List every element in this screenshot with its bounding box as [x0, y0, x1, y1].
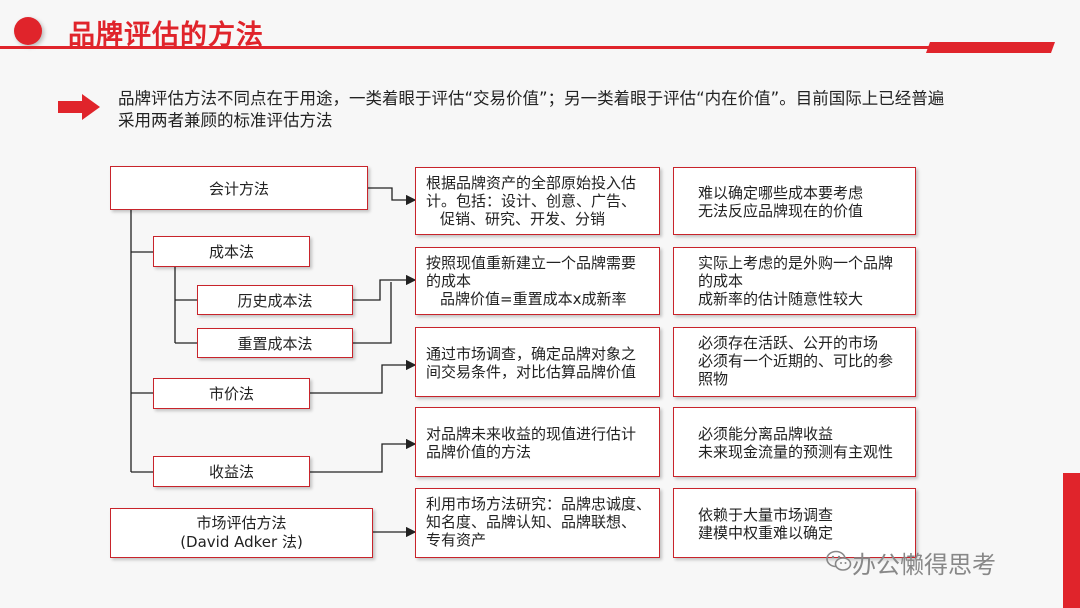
description-line: 品牌价值=重置成本x成新率 — [440, 290, 627, 308]
description-line: 利用市场方法研究：品牌忠诚度、 — [426, 495, 652, 513]
description-line: 间交易条件，对比估算品牌价值 — [426, 363, 637, 381]
description-line: 对品牌未来收益的现值进行估计 — [426, 425, 637, 443]
limitation-line: 未来现金流量的预测有主观性 — [698, 443, 894, 461]
method-market-eval-sublabel: (David Adker 法) — [180, 533, 303, 551]
limitation-box: 依赖于大量市场调查 建模中权重难以确定 — [673, 488, 916, 558]
method-historical-cost-box: 历史成本法 — [197, 285, 353, 315]
method-market-eval-label: 市场评估方法 — [196, 514, 287, 532]
limitation-line: 必须有一个近期的、可比的参 — [698, 352, 894, 370]
description-box: 对品牌未来收益的现值进行估计 品牌价值的方法 — [415, 407, 660, 477]
description-line: 知名度、品牌认知、品牌联想、 — [426, 513, 637, 531]
description-box: 根据品牌资产的全部原始投入估 计。包括：设计、创意、广告、 促销、研究、开发、分… — [415, 167, 660, 235]
limitation-line: 必须存在活跃、公开的市场 — [698, 334, 879, 352]
limitation-line: 实际上考虑的是外购一个品牌 — [698, 254, 894, 272]
method-market-price-label: 市价法 — [208, 385, 254, 403]
method-income-box: 收益法 — [153, 456, 310, 487]
watermark-text: 办公懒得思考 — [852, 551, 996, 579]
description-line: 的成本 — [426, 272, 472, 290]
limitation-line: 无法反应品牌现在的价值 — [698, 202, 864, 220]
description-box: 按照现值重新建立一个品牌需要 的成本 品牌价值=重置成本x成新率 — [415, 247, 660, 315]
description-line: 专有资产 — [426, 531, 487, 549]
title-bullet-dot — [14, 17, 42, 45]
limitation-box: 难以确定哪些成本要考虑 无法反应品牌现在的价值 — [673, 167, 916, 235]
limitation-line: 必须能分离品牌收益 — [698, 425, 834, 443]
page-title: 品牌评估的方法 — [68, 20, 264, 51]
method-income-label: 收益法 — [208, 463, 254, 481]
limitation-box: 必须存在活跃、公开的市场 必须有一个近期的、可比的参 照物 — [673, 327, 916, 397]
limitation-line: 难以确定哪些成本要考虑 — [698, 184, 864, 202]
method-replacement-cost-label: 重置成本法 — [237, 334, 313, 353]
method-historical-cost-label: 历史成本法 — [237, 291, 313, 310]
description-box: 通过市场调查，确定品牌对象之 间交易条件，对比估算品牌价值 — [415, 327, 660, 397]
description-line: 促销、研究、开发、分销 — [440, 210, 606, 228]
method-accounting-label: 会计方法 — [208, 179, 269, 198]
intro-text: 品牌评估方法不同点在于用途，一类着眼于评估“交易价值”；另一类着眼于评估“内在价… — [118, 89, 945, 130]
wechat-icon — [826, 550, 852, 576]
method-replacement-cost-box: 重置成本法 — [197, 328, 353, 358]
limitation-box: 必须能分离品牌收益 未来现金流量的预测有主观性 — [673, 407, 916, 477]
method-cost-label: 成本法 — [208, 243, 254, 261]
description-line: 通过市场调查，确定品牌对象之 — [426, 345, 637, 363]
description-box: 利用市场方法研究：品牌忠诚度、 知名度、品牌认知、品牌联想、 专有资产 — [415, 488, 660, 558]
method-accounting-box: 会计方法 — [110, 166, 368, 210]
limitation-line: 的成本 — [698, 272, 744, 290]
method-market-eval-box: 市场评估方法 (David Adker 法) — [110, 508, 373, 558]
limitation-line: 建模中权重难以确定 — [698, 524, 834, 542]
right-arrow-icon — [58, 94, 100, 124]
limitation-line: 成新率的估计随意性较大 — [698, 290, 864, 308]
method-market-price-box: 市价法 — [153, 378, 310, 409]
description-line: 计。包括：设计、创意、广告、 — [426, 192, 637, 210]
description-line: 品牌价值的方法 — [426, 443, 532, 461]
limitation-line: 照物 — [698, 370, 729, 388]
description-line: 按照现值重新建立一个品牌需要 — [426, 254, 637, 272]
limitation-box: 实际上考虑的是外购一个品牌 的成本 成新率的估计随意性较大 — [673, 247, 916, 315]
description-line: 根据品牌资产的全部原始投入估 — [426, 174, 637, 192]
limitation-line: 依赖于大量市场调查 — [698, 506, 834, 524]
right-accent-bar — [1063, 473, 1080, 608]
title-underline — [0, 46, 1040, 49]
method-cost-box: 成本法 — [153, 236, 310, 267]
